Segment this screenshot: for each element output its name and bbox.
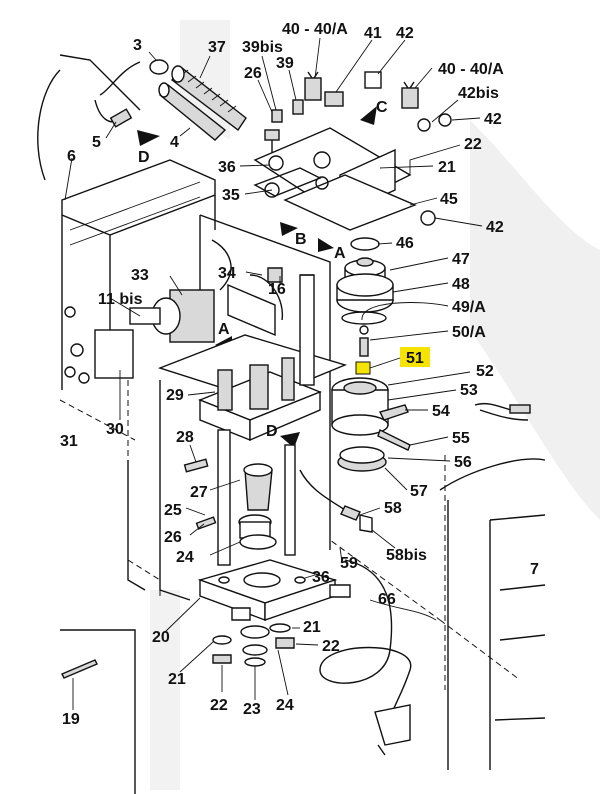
- callout-26-low: 26: [164, 529, 182, 546]
- callout-21-low: 21: [303, 619, 321, 636]
- screws-top: [264, 99, 304, 165]
- callout-40-40a-top: 40 - 40/A: [282, 21, 348, 38]
- inner-panel: [199, 214, 521, 690]
- callout-21-top: 21: [438, 159, 456, 176]
- marker-c: C: [376, 99, 388, 116]
- callout-24-mid: 24: [176, 549, 194, 566]
- callout-45: 45: [440, 191, 458, 208]
- housing-7: [439, 458, 546, 770]
- callout-7: 7: [530, 561, 539, 578]
- callout-23: 23: [243, 701, 261, 718]
- fasteners-bottom: [212, 623, 295, 667]
- callout-49a: 49/A: [452, 299, 486, 316]
- callout-29: 29: [166, 387, 184, 404]
- base-plate-20: [197, 559, 351, 622]
- heater-37: [170, 65, 247, 132]
- marker-d-top: D: [138, 149, 150, 166]
- piston-assembly: [183, 429, 296, 566]
- callout-36-top: 36: [218, 159, 236, 176]
- callout-35: 35: [222, 187, 240, 204]
- callout-20: 20: [152, 629, 170, 646]
- callout-30: 30: [106, 421, 124, 438]
- callout-36-low: 36: [312, 569, 330, 586]
- callout-3: 3: [133, 37, 142, 54]
- callout-59: 59: [340, 555, 358, 572]
- callout-26-top: 26: [244, 65, 262, 82]
- callout-34: 34: [218, 265, 236, 282]
- callout-labels: 3 37 39bis 40 - 40/A 41 42 26 39 40 - 40…: [60, 21, 539, 728]
- callout-58: 58: [384, 500, 402, 517]
- group-body-29: [157, 267, 348, 442]
- machine-frame: [37, 54, 216, 601]
- inset-19: [60, 629, 136, 794]
- callout-53: 53: [460, 382, 478, 399]
- fittings-58: [299, 469, 373, 533]
- pump-33: [129, 239, 232, 343]
- callout-37: 37: [208, 39, 226, 56]
- callout-25: 25: [164, 502, 182, 519]
- callout-56: 56: [454, 454, 472, 471]
- callout-42-top: 42: [396, 25, 414, 42]
- thermostats: [304, 71, 419, 109]
- callout-28: 28: [176, 429, 194, 446]
- callout-16: 16: [268, 281, 286, 298]
- callout-39bis: 39bis: [242, 39, 283, 56]
- callout-5: 5: [92, 134, 101, 151]
- power-cord-66: [319, 559, 412, 756]
- top-plate-45: [253, 113, 452, 231]
- direction-letters: C D B A A D: [138, 99, 388, 440]
- marker-b: B: [295, 231, 307, 248]
- callout-33: 33: [131, 267, 149, 284]
- callout-21-bot: 21: [168, 671, 186, 688]
- highlighted-part-51: [355, 347, 430, 375]
- callout-22-top: 22: [464, 136, 482, 153]
- callout-50a: 50/A: [452, 324, 486, 341]
- callout-42bis: 42bis: [458, 85, 499, 102]
- callout-22-low: 22: [322, 638, 340, 655]
- callout-11bis: 11 bis: [98, 291, 143, 308]
- bracket-34: [227, 274, 284, 337]
- marker-d-mid: D: [266, 423, 278, 440]
- callout-6: 6: [67, 148, 76, 165]
- callout-40-40a-right: 40 - 40/A: [438, 61, 504, 78]
- callout-22-bot: 22: [210, 697, 228, 714]
- callout-41: 41: [364, 25, 382, 42]
- callout-42-mid: 42: [484, 111, 502, 128]
- marker-a-top: A: [334, 245, 346, 262]
- callout-24-bot: 24: [276, 697, 294, 714]
- callout-54: 54: [432, 403, 450, 420]
- callout-31: 31: [60, 433, 78, 450]
- callout-58bis: 58bis: [386, 547, 427, 564]
- callout-39: 39: [276, 55, 294, 72]
- callout-51: 51: [406, 350, 424, 367]
- callout-48: 48: [452, 276, 470, 293]
- ring-3: [149, 59, 169, 75]
- callout-47: 47: [452, 251, 470, 268]
- callout-66: 66: [378, 591, 396, 608]
- leader-lines: [64, 37, 483, 710]
- callout-27: 27: [190, 484, 208, 501]
- probe-wire: [474, 403, 531, 421]
- callout-52: 52: [476, 363, 494, 380]
- marker-a-mid: A: [218, 321, 230, 338]
- callout-46: 46: [396, 235, 414, 252]
- callout-4: 4: [170, 134, 179, 151]
- callout-19: 19: [62, 711, 80, 728]
- callout-42-low: 42: [486, 219, 504, 236]
- rod-4: [158, 82, 227, 141]
- callout-57: 57: [410, 483, 428, 500]
- callout-55: 55: [452, 430, 470, 447]
- brew-group-right: [331, 237, 411, 472]
